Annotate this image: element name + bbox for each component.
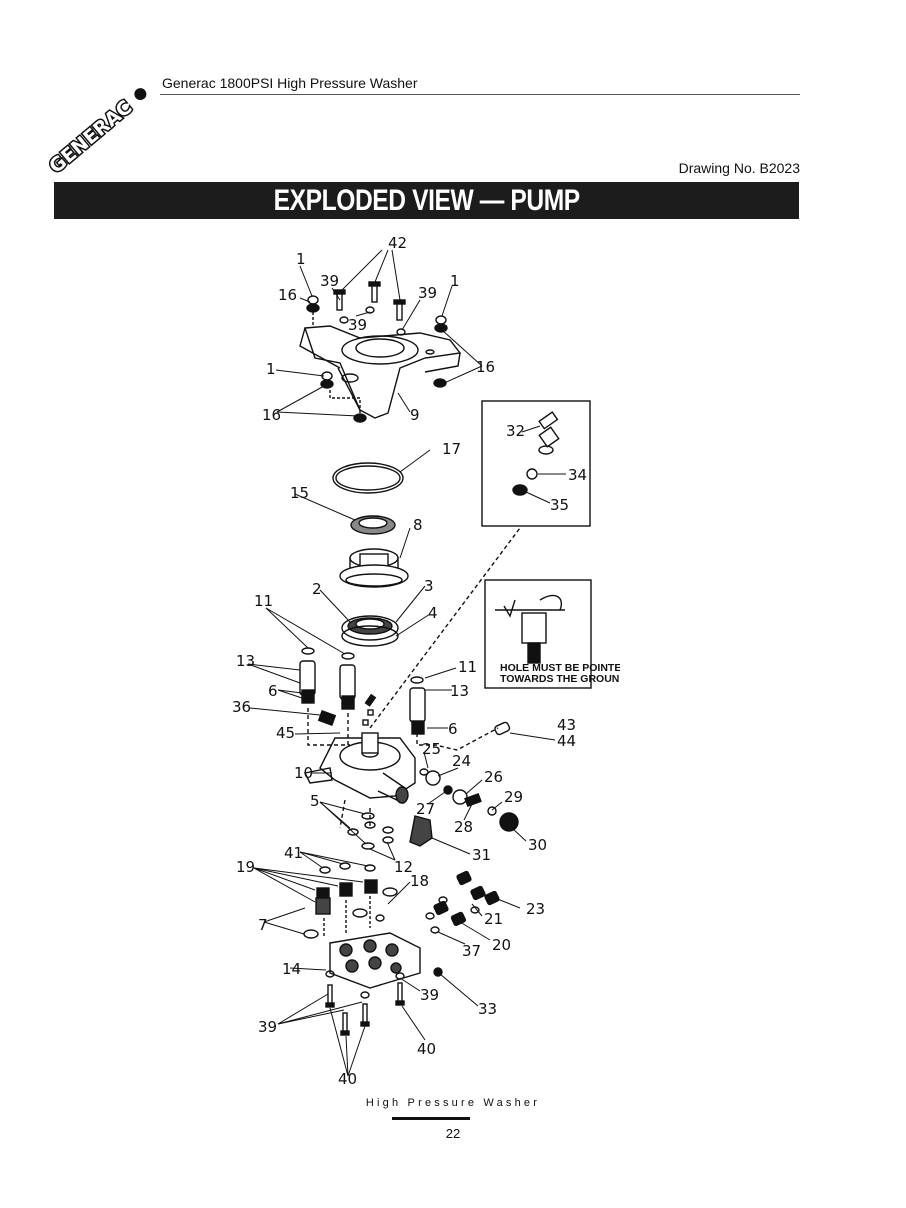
header-rule [160, 94, 800, 95]
callout-1: 1 [450, 272, 460, 290]
bearing-assembly [341, 615, 399, 647]
inset-note-box [484, 579, 592, 689]
callout-39: 39 [320, 272, 339, 290]
footer-title: High Pressure Washer [365, 1097, 541, 1109]
bottom-bolts [325, 970, 405, 1036]
callout-40: 40 [338, 1070, 357, 1088]
drawing-number: Drawing No. B2023 [678, 160, 800, 176]
callout-27: 27 [416, 800, 435, 818]
callout-16: 16 [262, 406, 281, 424]
callout-6: 6 [448, 720, 458, 738]
callout-23: 23 [526, 900, 545, 918]
callout-26: 26 [484, 768, 503, 786]
o-ring-17 [332, 462, 404, 494]
pump-housing-part [299, 325, 462, 419]
callout-41: 41 [284, 844, 303, 862]
callout-6: 6 [268, 682, 278, 700]
callout-32: 32 [506, 422, 525, 440]
callout-20: 20 [492, 936, 511, 954]
callout-39: 39 [420, 986, 439, 1004]
callout-18: 18 [410, 872, 429, 890]
callout-21: 21 [484, 910, 503, 928]
orientation-note-line-2: TOWARDS THE GROUND. [500, 673, 620, 685]
seal-15 [350, 515, 396, 535]
callout-11: 11 [458, 658, 477, 676]
callout-40: 40 [417, 1040, 436, 1058]
callout-37: 37 [462, 942, 481, 960]
page-number: 22 [445, 1126, 461, 1141]
callout-14: 14 [282, 960, 301, 978]
callout-17: 17 [442, 440, 461, 458]
callout-44: 44 [557, 732, 576, 750]
callout-34: 34 [568, 466, 587, 484]
orientation-note-line-1: HOLE MUST BE POINTED [500, 662, 620, 674]
callout-9: 9 [410, 406, 420, 424]
ring-seals [319, 812, 394, 874]
generac-logo: GENERAC [44, 88, 147, 179]
callout-8: 8 [413, 516, 423, 534]
callout-43: 43 [557, 716, 576, 734]
callout-5: 5 [310, 792, 320, 810]
callout-7: 7 [258, 916, 268, 934]
callout-16: 16 [278, 286, 297, 304]
callout-31: 31 [472, 846, 491, 864]
manifold-10 [303, 732, 416, 805]
callout-10: 10 [294, 764, 313, 782]
callout-1: 1 [266, 360, 276, 378]
callout-1: 1 [296, 250, 306, 268]
callout-13: 13 [450, 682, 469, 700]
inset-fitting-box [481, 400, 591, 527]
unloader-parts [409, 721, 519, 847]
leader-lines [247, 249, 566, 1077]
assembly-guides [307, 527, 521, 829]
callout-39: 39 [258, 1018, 277, 1036]
callout-labels: 42 1 39 16 39 1 39 1 16 16 9 32 34 35 17… [232, 234, 587, 1088]
callout-30: 30 [528, 836, 547, 854]
callout-29: 29 [504, 788, 523, 806]
callout-19: 19 [236, 858, 255, 876]
callout-39: 39 [418, 284, 437, 302]
pump-exploded-diagram: 42 1 39 16 39 1 39 1 16 16 9 32 34 35 17… [232, 234, 620, 1088]
callout-33: 33 [478, 1000, 497, 1018]
callout-45: 45 [276, 724, 295, 742]
callout-4: 4 [428, 604, 438, 622]
document-header-title: Generac 1800PSI High Pressure Washer [162, 75, 418, 91]
valve-plate-14 [329, 932, 443, 989]
pistons-and-springs [299, 647, 426, 735]
callout-16: 16 [476, 358, 495, 376]
callout-36: 36 [232, 698, 251, 716]
callout-2: 2 [312, 580, 322, 598]
callout-11: 11 [254, 592, 273, 610]
callout-35: 35 [550, 496, 569, 514]
callout-25: 25 [422, 740, 441, 758]
section-title: EXPLODED VIEW — PUMP [273, 184, 580, 217]
valve-parts [303, 879, 398, 939]
section-banner: EXPLODED VIEW — PUMP [54, 182, 799, 219]
callout-12: 12 [394, 858, 413, 876]
callout-24: 24 [452, 752, 471, 770]
callout-13: 13 [236, 652, 255, 670]
callout-42: 42 [388, 234, 407, 252]
footer-rule [392, 1117, 470, 1120]
callout-39: 39 [348, 316, 367, 334]
swash-plate-8 [339, 548, 409, 588]
valve-caps [425, 870, 500, 934]
callout-3: 3 [424, 577, 434, 595]
callout-28: 28 [454, 818, 473, 836]
brand-logo-text: GENERAC [45, 96, 136, 178]
callout-15: 15 [290, 484, 309, 502]
